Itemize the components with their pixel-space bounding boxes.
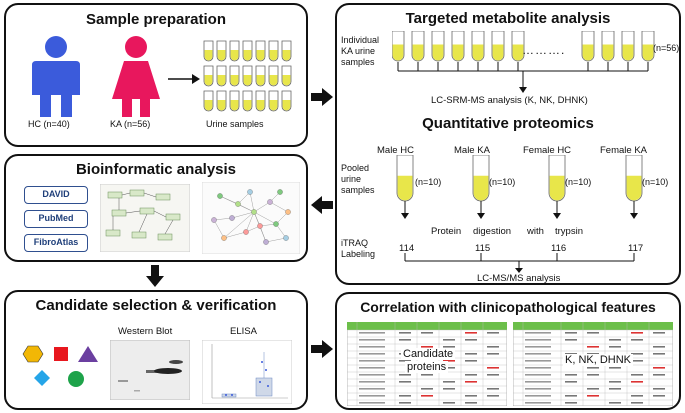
tool-david: DAVID bbox=[24, 186, 88, 204]
elisa-label: ELISA bbox=[230, 326, 257, 337]
candidate-title: Candidate selection & verification bbox=[35, 297, 277, 314]
itraq-bracket bbox=[404, 253, 635, 273]
correlation-panel: Correlation with clinicopathological fea… bbox=[335, 292, 681, 410]
group-female-hc: Female HC bbox=[523, 145, 572, 156]
digestion-word-3: with bbox=[527, 226, 544, 237]
digestion-word-1: Protein bbox=[431, 226, 462, 237]
individual-label-line2: KA urine bbox=[341, 46, 376, 56]
targeted-analysis-panel: Targeted metabolite analysis Individual … bbox=[335, 3, 681, 285]
itraq-label-line1: iTRAQ bbox=[341, 238, 368, 248]
bioinformatic-title: Bioinformatic analysis bbox=[75, 161, 237, 178]
hc-person-icon bbox=[32, 36, 80, 117]
shape-icons bbox=[22, 345, 98, 387]
urine-tube-grid bbox=[203, 40, 292, 112]
group-male-hc: Male HC bbox=[377, 145, 414, 156]
sample-preparation-title: Sample preparation bbox=[85, 11, 227, 28]
n56-label: (n=56) bbox=[653, 43, 680, 53]
elisa-plot-image bbox=[202, 340, 292, 404]
triangle-icon bbox=[78, 346, 98, 362]
network-node bbox=[273, 221, 279, 227]
n10-male-hc: (n=10) bbox=[415, 177, 442, 187]
network-node bbox=[285, 209, 291, 215]
candidate-proteins-line1: Candidate bbox=[401, 348, 456, 360]
itraq-tag-116: 116 bbox=[551, 243, 567, 254]
group-female-ka: Female KA bbox=[600, 145, 647, 156]
knk-dhnk-label: K, NK, DHNK bbox=[563, 354, 634, 366]
n10-male-ka: (n=10) bbox=[489, 177, 516, 187]
network-node bbox=[217, 193, 223, 199]
network-node bbox=[211, 217, 217, 223]
network-node bbox=[257, 223, 263, 229]
digestion-word-4: trypsin bbox=[555, 226, 583, 237]
network-node bbox=[283, 235, 289, 241]
candidate-proteins-line2: proteins bbox=[405, 361, 449, 373]
hexagon-icon bbox=[22, 345, 44, 363]
network-node bbox=[267, 199, 273, 205]
itraq-tag-115: 115 bbox=[475, 243, 491, 254]
network-node bbox=[229, 215, 235, 221]
sample-preparation-panel: Sample preparation HC (n=40) KA (n=56) U… bbox=[4, 3, 308, 147]
targeted-analysis-title: Targeted metabolite analysis bbox=[405, 10, 611, 27]
diamond-icon bbox=[34, 370, 50, 386]
itraq-label-line2: Labeling bbox=[341, 249, 376, 259]
circle-icon bbox=[68, 371, 84, 387]
correlation-title: Correlation with clinicopathological fea… bbox=[360, 299, 656, 315]
flow-arrow-right-top bbox=[311, 88, 333, 106]
hc-label: HC (n=40) bbox=[28, 119, 70, 129]
urine-samples-label: Urine samples bbox=[206, 119, 264, 129]
itraq-tag-117: 117 bbox=[628, 243, 644, 254]
flow-arrow-left-middle bbox=[311, 196, 333, 214]
lc-ms-ms-label: LC-MS/MS analysis bbox=[477, 273, 561, 284]
itraq-tag-114: 114 bbox=[399, 243, 415, 254]
network-node bbox=[251, 209, 257, 215]
network-node bbox=[243, 229, 249, 235]
ka-urine-tube-row bbox=[392, 31, 655, 93]
network-node bbox=[235, 201, 241, 207]
western-blot-label: Western Blot bbox=[118, 326, 173, 337]
flow-arrow-right-bottom bbox=[311, 340, 333, 358]
lc-srm-ms-label: LC-SRM-MS analysis (K, NK, DHNK) bbox=[431, 95, 588, 106]
tube-ellipsis: ………. bbox=[522, 43, 566, 57]
digestion-word-2: digestion bbox=[473, 226, 512, 237]
arrow-right-icon bbox=[168, 74, 200, 84]
n10-female-hc: (n=10) bbox=[565, 177, 592, 187]
tool-fibroatlas: FibroAtlas bbox=[24, 234, 88, 252]
network-node bbox=[277, 189, 283, 195]
network-node bbox=[263, 239, 269, 245]
n10-female-ka: (n=10) bbox=[642, 177, 669, 187]
candidate-panel: Candidate selection & verification Weste… bbox=[4, 290, 308, 410]
tool-pubmed: PubMed bbox=[24, 210, 88, 228]
pooled-label-line1: Pooled bbox=[341, 163, 370, 173]
pathway-map-image bbox=[100, 184, 190, 252]
pooled-tube-row bbox=[396, 155, 643, 219]
protein-network-image bbox=[202, 182, 300, 254]
individual-label-line3: samples bbox=[341, 57, 375, 67]
pooled-label-line3: samples bbox=[341, 185, 375, 195]
individual-label-line1: Individual bbox=[341, 35, 380, 45]
quantitative-proteomics-title: Quantitative proteomics bbox=[422, 115, 594, 132]
network-node bbox=[247, 189, 253, 195]
flow-arrow-down bbox=[146, 265, 164, 287]
square-icon bbox=[54, 347, 68, 361]
group-male-ka: Male KA bbox=[454, 145, 490, 156]
ka-person-icon bbox=[112, 36, 160, 117]
pooled-label-line2: urine bbox=[341, 174, 362, 184]
ka-label: KA (n=56) bbox=[110, 119, 151, 129]
network-node bbox=[221, 235, 227, 241]
bioinformatic-panel: Bioinformatic analysis DAVID PubMed Fibr… bbox=[4, 154, 308, 262]
western-blot-image bbox=[110, 340, 190, 400]
